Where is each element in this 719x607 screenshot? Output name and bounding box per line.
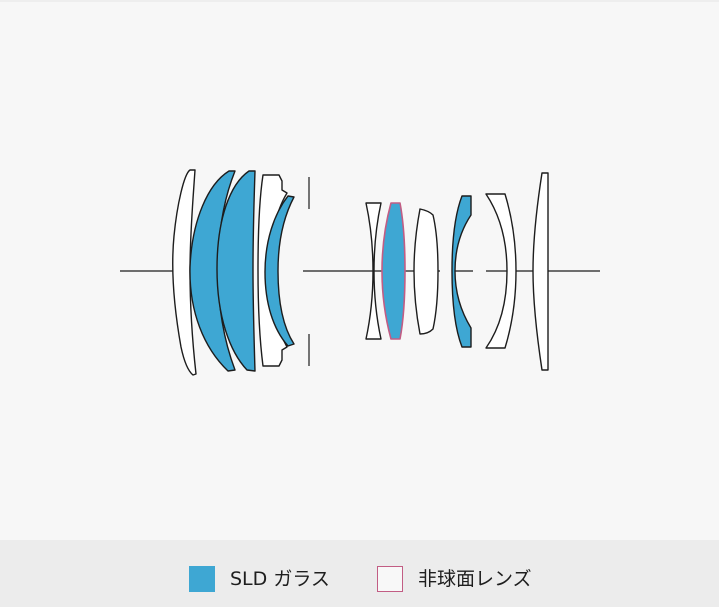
aspherical-lens-swatch	[377, 566, 403, 592]
rear-group-biconcave-lens	[365, 202, 382, 340]
legend: SLD ガラス 非球面レンズ	[0, 540, 719, 607]
front-meniscus-lens	[171, 169, 197, 376]
top-border	[0, 0, 719, 2]
legend-bar: SLD ガラス 非球面レンズ	[0, 540, 719, 607]
sld-lens-element-2	[216, 170, 256, 372]
sld-glass-label: SLD ガラス	[230, 567, 330, 590]
sld-lens-element-4	[451, 195, 472, 348]
legend-item-aspherical-lens: 非球面レンズ	[377, 565, 532, 593]
aspherical-sld-lens	[381, 202, 406, 340]
aspherical-lens-label: 非球面レンズ	[418, 567, 532, 590]
rear-negative-meniscus-lens	[485, 193, 517, 349]
sld-lens-element-3	[264, 195, 295, 347]
sld-glass-swatch	[189, 566, 215, 592]
lens-construction-diagram	[0, 0, 719, 376]
rear-biconvex-lens	[413, 208, 439, 335]
legend-item-sld-glass: SLD ガラス	[189, 565, 330, 593]
final-meniscus-lens	[532, 172, 549, 371]
optical-layout-svg	[120, 169, 600, 376]
